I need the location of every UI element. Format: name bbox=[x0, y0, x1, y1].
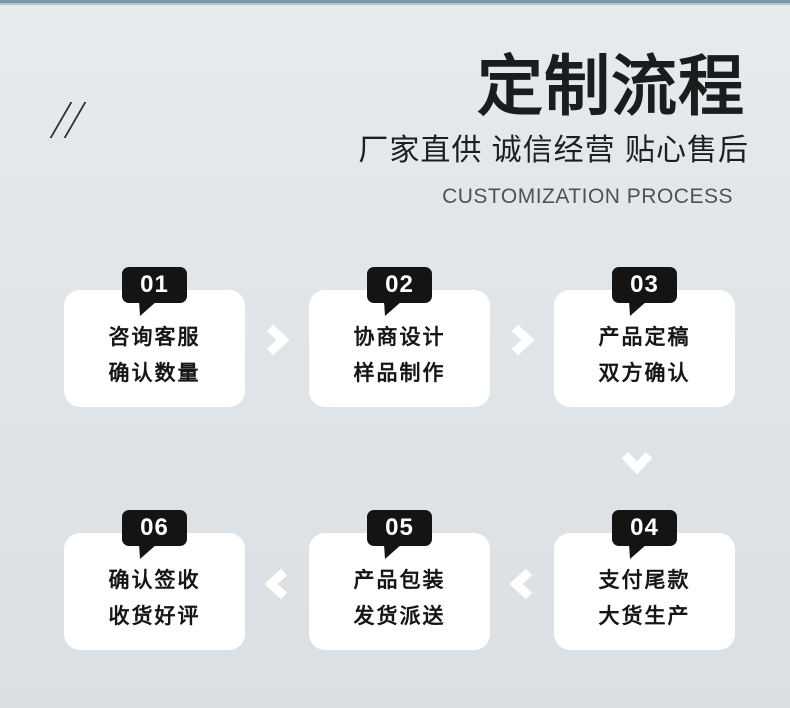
step-line2: 样品制作 bbox=[353, 362, 446, 385]
badge-tail-shape bbox=[384, 544, 402, 559]
step-number-badge: 01 bbox=[122, 267, 187, 316]
step-card-body bbox=[554, 533, 735, 650]
step-number-badge: 03 bbox=[612, 267, 677, 316]
step-number-badge: 05 bbox=[367, 510, 432, 559]
step-number-badge: 04 bbox=[612, 510, 677, 559]
step-line2: 大货生产 bbox=[598, 605, 691, 628]
step-description: 产品包装 发货派送 bbox=[309, 563, 490, 635]
badge-tail-shape bbox=[384, 301, 402, 316]
badge-tail-shape bbox=[139, 544, 157, 559]
badge-tail-shape bbox=[629, 544, 647, 559]
page-caption-english: CUSTOMIZATION PROCESS bbox=[442, 185, 733, 208]
step-number: 06 bbox=[140, 514, 169, 541]
step-card-body bbox=[309, 290, 490, 407]
step-number: 04 bbox=[630, 514, 659, 541]
step-description: 支付尾款 大货生产 bbox=[554, 563, 735, 635]
step-line1: 产品定稿 bbox=[598, 326, 691, 349]
page-subtitle: 厂家直供 诚信经营 贴心售后 bbox=[358, 134, 749, 167]
step-line2: 确认数量 bbox=[108, 362, 201, 385]
step-number: 01 bbox=[140, 271, 169, 298]
step-line1: 确认签收 bbox=[108, 569, 201, 592]
arrow-down-icon bbox=[621, 450, 653, 474]
step-line2: 发货派送 bbox=[353, 605, 446, 628]
badge-tail-shape bbox=[139, 301, 157, 316]
step-card-05: 05 产品包装 发货派送 bbox=[309, 510, 490, 650]
step-number: 05 bbox=[385, 514, 414, 541]
step-card-body bbox=[554, 290, 735, 407]
step-card-06: 06 确认签收 收货好评 bbox=[64, 510, 245, 650]
step-line1: 协商设计 bbox=[353, 326, 446, 349]
step-card-body bbox=[64, 533, 245, 650]
step-number-badge: 06 bbox=[122, 510, 187, 559]
step-card-02: 02 协商设计 样品制作 bbox=[309, 267, 490, 407]
step-card-04: 04 支付尾款 大货生产 bbox=[554, 510, 735, 650]
step-line1: 产品包装 bbox=[353, 569, 446, 592]
step-description: 确认签收 收货好评 bbox=[64, 563, 245, 635]
step-card-01: 01 咨询客服 确认数量 bbox=[64, 267, 245, 407]
arrow-right-icon bbox=[265, 324, 289, 356]
arrow-left-icon bbox=[265, 568, 289, 600]
step-description: 协商设计 样品制作 bbox=[309, 320, 490, 392]
step-line2: 双方确认 bbox=[598, 362, 691, 385]
step-number-badge: 02 bbox=[367, 267, 432, 316]
step-line1: 支付尾款 bbox=[598, 569, 691, 592]
step-number: 03 bbox=[630, 271, 659, 298]
badge-tail-shape bbox=[629, 301, 647, 316]
step-description: 咨询客服 确认数量 bbox=[64, 320, 245, 392]
top-accent-bar-light bbox=[0, 3, 790, 5]
step-number: 02 bbox=[385, 271, 414, 298]
step-line1: 咨询客服 bbox=[108, 326, 201, 349]
top-accent-bar bbox=[0, 0, 790, 3]
step-line2: 收货好评 bbox=[108, 605, 201, 628]
page-title: 定制流程 bbox=[477, 49, 745, 123]
double-slash-decoration bbox=[49, 102, 92, 138]
arrow-left-icon bbox=[510, 568, 534, 600]
step-card-03: 03 产品定稿 双方确认 bbox=[554, 267, 735, 407]
arrow-right-icon bbox=[510, 324, 534, 356]
step-card-body bbox=[309, 533, 490, 650]
step-description: 产品定稿 双方确认 bbox=[554, 320, 735, 392]
step-card-body bbox=[64, 290, 245, 407]
